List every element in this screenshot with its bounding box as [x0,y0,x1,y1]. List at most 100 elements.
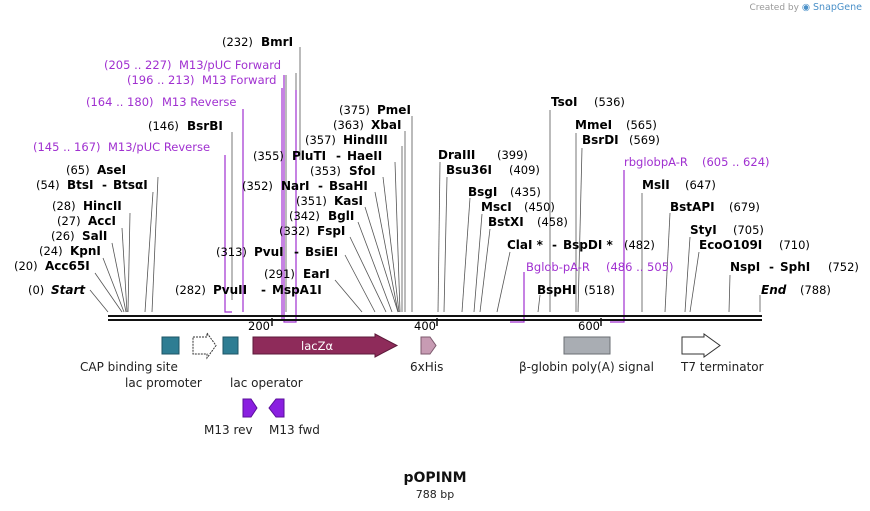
site-name: AccI [88,214,116,228]
site-name2: BsiEI [305,245,338,259]
site-pos: (352) [242,179,273,193]
site-sep: - [294,245,299,259]
site-name: KasI [334,194,363,208]
snapgene-name: SnapGene [813,2,862,13]
site-name: TsoI [551,95,577,109]
primer-name: rbglobpA-R [624,155,688,169]
site-pos: (450) [524,200,555,214]
site-pos: (375) [339,103,370,117]
primer-name: M13/pUC Forward [179,58,281,72]
primer-range: (605 .. 624) [702,155,770,169]
features: lacZα CAP binding site lac promoter lac … [80,331,764,437]
m13-rev-arrow [242,398,258,418]
site-pos: (458) [537,215,568,229]
primer-name: M13 Forward [202,73,276,87]
site-name: BstAPI [670,200,715,214]
site-name: DraIII [438,148,475,162]
site-name2: BsaHI [329,179,368,193]
his-tag-label: 6xHis [410,360,443,374]
site-sep: - [261,283,266,297]
primer-name: M13 Reverse [162,95,236,109]
site-labels: (232) BmrI (146) BsrBI (375) PmeI (363) … [14,35,859,297]
site-name: SalI [82,229,107,243]
site-pos: (26) [51,229,75,243]
globin-polya-label: β-globin poly(A) signal [519,360,654,374]
globin-polya-box [563,336,611,355]
site-pos: (28) [52,199,76,213]
site-name: BsrDI [582,133,619,147]
leader-lines [89,47,761,313]
site-pos: (20) [14,259,38,273]
site-pos: (705) [733,223,764,237]
site-pos: (565) [626,118,657,132]
site-name: PluTI [292,149,326,163]
lacz-alpha-arrow [252,333,399,358]
site-name: PmeI [377,103,411,117]
site-name: Acc65I [45,259,90,273]
credit-text: Created by [749,3,799,13]
site-name: HindIII [343,133,388,147]
site-name: NarI [281,179,310,193]
primer-labels: (205 .. 227) M13/pUC Forward (196 .. 213… [33,58,770,274]
site-name: KpnI [70,244,101,258]
site-sep: - [552,238,557,252]
site-pos: (291) [264,267,295,281]
site-name: BspHI [537,283,576,297]
site-pos: (65) [66,163,90,177]
primer-name: Bglob-pA-R [526,260,590,274]
site-pos: (357) [305,133,336,147]
primer-name: M13/pUC Reverse [108,140,210,154]
lac-operator-label: lac operator [230,376,303,390]
snapgene-logo-icon: ◉ [801,2,811,13]
m13-fwd-label: M13 fwd [269,423,320,437]
his-tag-arrow [420,336,437,355]
primer-range: (196 .. 213) [127,73,195,87]
t7-terminator-arrow [681,333,721,358]
plasmid-length: 788 bp [415,488,455,501]
ruler-tick-400: 400 [414,319,436,333]
site-name: BtsI [67,178,94,192]
site-pos: (399) [497,148,528,162]
primer-range: (164 .. 180) [86,95,154,109]
site-name: BglI [328,209,354,223]
site-name: BstXI [488,215,524,229]
site-pos: (332) [279,224,310,238]
lacz-alpha-label: lacZα [301,339,333,353]
site-name: MslI [642,178,670,192]
site-name: EarI [303,267,330,281]
site-pos: (710) [779,238,810,252]
site-name: XbaI [371,118,401,132]
lac-operator-box [222,336,239,355]
t7-terminator-label: T7 terminator [680,360,764,374]
site-pos: (313) [216,245,247,259]
site-pos: (146) [148,119,179,133]
site-pos: (232) [222,35,253,49]
site-name: Start [51,283,86,297]
site-name: EcoO109I [699,238,762,252]
site-pos: (353) [310,164,341,178]
cap-binding-site-box [161,336,180,355]
site-pos: (752) [828,260,859,274]
site-name: BsgI [468,185,497,199]
site-pos: (788) [800,283,831,297]
snapgene-credit: Created by ◉ SnapGene [749,2,862,13]
site-name: End [761,283,787,297]
primer-range: (145 .. 167) [33,140,101,154]
m13-rev-label: M13 rev [204,423,253,437]
backbone [108,315,762,326]
primer-range: (486 .. 505) [606,260,674,274]
site-name: BsrBI [187,119,223,133]
site-pos: (647) [685,178,716,192]
site-name: MmeI [575,118,612,132]
site-name: PvuI [254,245,284,259]
cap-binding-site-label: CAP binding site [80,360,178,374]
ruler-tick-600: 600 [578,319,600,333]
site-name: SfoI [349,164,376,178]
ruler-tick-200: 200 [248,319,270,333]
plasmid-name: pOPINM [403,470,467,486]
site-pos: (54) [36,178,60,192]
site-name2: BspDI * [563,238,613,252]
primer-range: (205 .. 227) [104,58,172,72]
site-name: HincII [83,199,122,213]
